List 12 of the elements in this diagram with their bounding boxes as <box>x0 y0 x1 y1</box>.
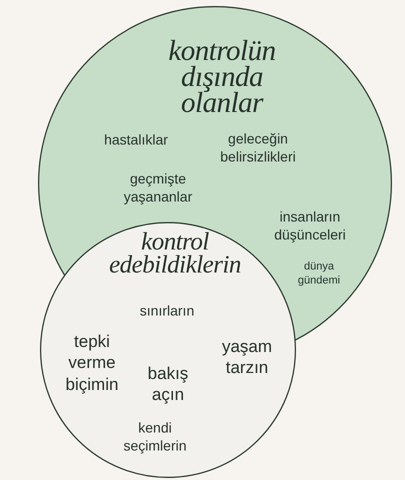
circle-item: kendi seçimlerin <box>122 420 188 454</box>
circle-heading: kontrol edebildiklerin <box>108 232 242 276</box>
circle-item: tepki verme biçimin <box>64 331 120 395</box>
circle-item: yaşam tarzın <box>220 336 274 378</box>
circle-item: bakış açın <box>146 362 190 406</box>
circle-item: insanların düşünceleri <box>273 208 347 244</box>
circle-item: geleceğin belirsizlikleri <box>219 130 297 166</box>
circle-item: hastalıklar <box>103 131 169 149</box>
circle-item: dünya gündemi <box>296 260 342 288</box>
circle-item: sınırların <box>138 302 196 320</box>
circle-item: geçmişte yaşananlar <box>122 170 194 206</box>
circle-heading: kontrolün dışında olanlar <box>167 38 277 116</box>
